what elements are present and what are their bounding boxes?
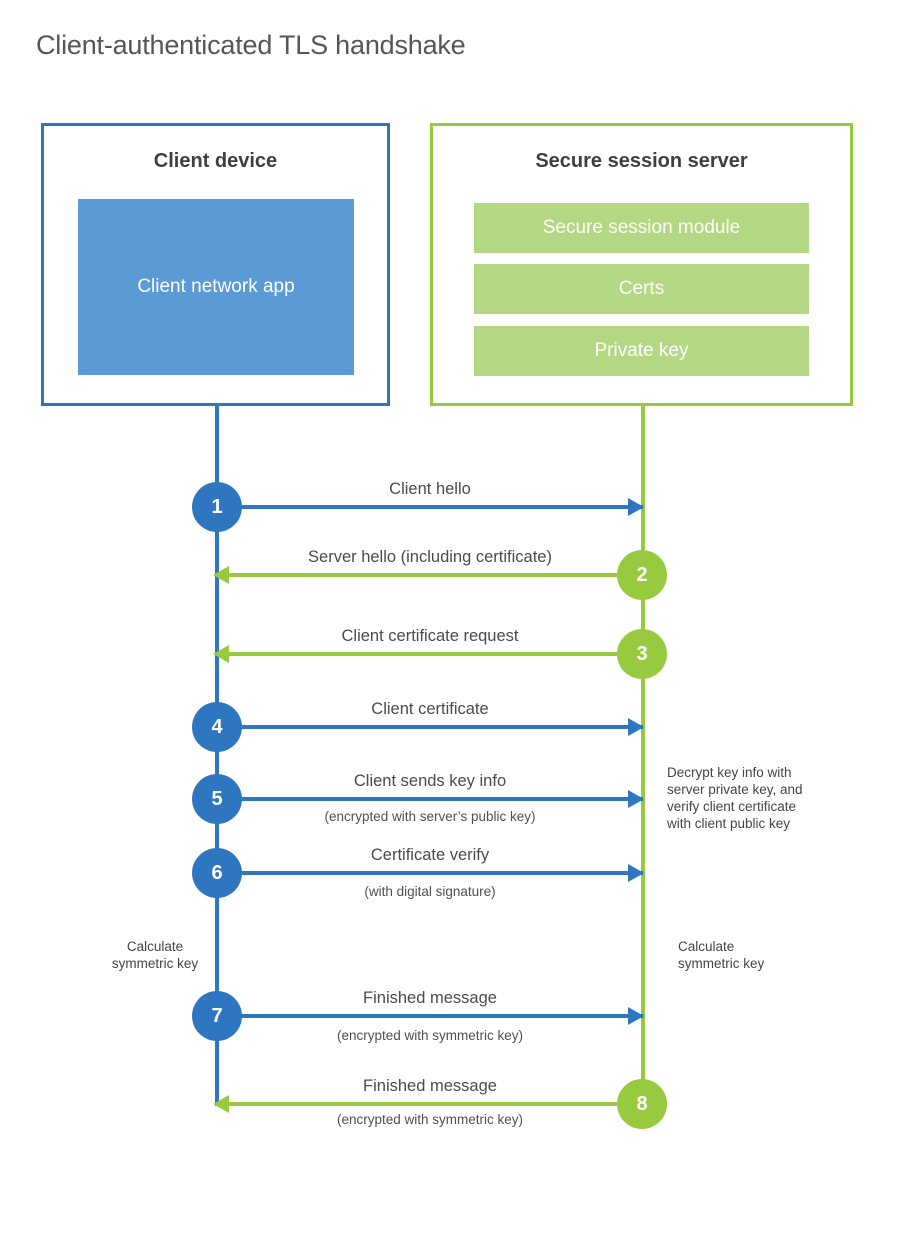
step-1-arrowhead-right-icon: [628, 498, 644, 516]
step-3-arrow: [217, 652, 643, 656]
step-8-number: 8: [636, 1092, 648, 1115]
step-4-number: 4: [211, 715, 223, 738]
step-5-label: Client sends key info: [353, 772, 507, 790]
step-8-arrowhead-left-icon: [213, 1095, 229, 1113]
step-3-label: Client certificate request: [341, 627, 519, 645]
step-2-circle: 2: [617, 550, 667, 600]
step-2-arrow: [217, 573, 643, 577]
step-7-arrow: [217, 1014, 643, 1018]
step-4-circle: 4: [192, 702, 242, 752]
step-1-label: Client hello: [389, 480, 471, 498]
step-6-circle: 6: [192, 848, 242, 898]
client-device-title: Client device: [153, 150, 278, 172]
calculate-symmetric-key-left: Calculate symmetric key: [111, 939, 199, 971]
step-7-sublabel: (encrypted with symmetric key): [336, 1028, 524, 1043]
step-5-arrow: [217, 797, 643, 801]
client-device-box: Client device Client network app: [41, 123, 390, 406]
step-2-label: Server hello (including certificate): [308, 548, 552, 566]
step-7-circle: 7: [192, 991, 242, 1041]
private-key-bar: Private key: [474, 326, 809, 376]
certs-bar: Certs: [474, 264, 809, 314]
step-7-number: 7: [211, 1004, 223, 1027]
step-1-number: 1: [211, 495, 223, 518]
step-2-number: 2: [636, 563, 648, 586]
step-4-label: Client certificate: [371, 700, 489, 718]
step-5-number: 5: [211, 787, 223, 810]
step-1-circle: 1: [192, 482, 242, 532]
step-6-label: Certificate verify: [370, 846, 490, 864]
decrypt-key-note: Decrypt key info with server private key…: [667, 765, 803, 831]
step-6-arrowhead-right-icon: [628, 864, 644, 882]
step-7-label: Finished message: [363, 989, 497, 1007]
page-title: Client-authenticated TLS handshake: [36, 30, 466, 60]
step-7-arrowhead-right-icon: [628, 1007, 644, 1025]
step-5-circle: 5: [192, 774, 242, 824]
step-6-arrow: [217, 871, 643, 875]
step-3-arrowhead-left-icon: [213, 645, 229, 663]
step-6-number: 6: [211, 861, 223, 884]
step-5-arrowhead-right-icon: [628, 790, 644, 808]
step-8-label: Finished message: [363, 1077, 497, 1095]
step-8-circle: 8: [617, 1079, 667, 1129]
step-2-arrowhead-left-icon: [213, 566, 229, 584]
server-lifeline: [641, 406, 645, 1106]
step-8-sublabel: (encrypted with symmetric key): [336, 1112, 524, 1127]
client-network-app-label: Client network app: [137, 275, 295, 297]
step-3-circle: 3: [617, 629, 667, 679]
step-5-sublabel: (encrypted with server’s public key): [324, 809, 536, 824]
secure-session-server-title: Secure session server: [535, 150, 748, 172]
step-3-number: 3: [636, 642, 648, 665]
secure-session-module-bar: Secure session module: [474, 203, 809, 253]
secure-session-server-box: Secure session server Secure session mod…: [430, 123, 853, 406]
step-1-arrow: [217, 505, 643, 509]
client-lifeline: [215, 406, 219, 1106]
client-network-app-box: Client network app: [78, 199, 354, 375]
step-4-arrowhead-right-icon: [628, 718, 644, 736]
step-4-arrow: [217, 725, 643, 729]
step-6-sublabel: (with digital signature): [364, 884, 496, 899]
step-8-arrow: [217, 1102, 643, 1106]
calculate-symmetric-key-right: Calculate symmetric key: [678, 939, 765, 971]
